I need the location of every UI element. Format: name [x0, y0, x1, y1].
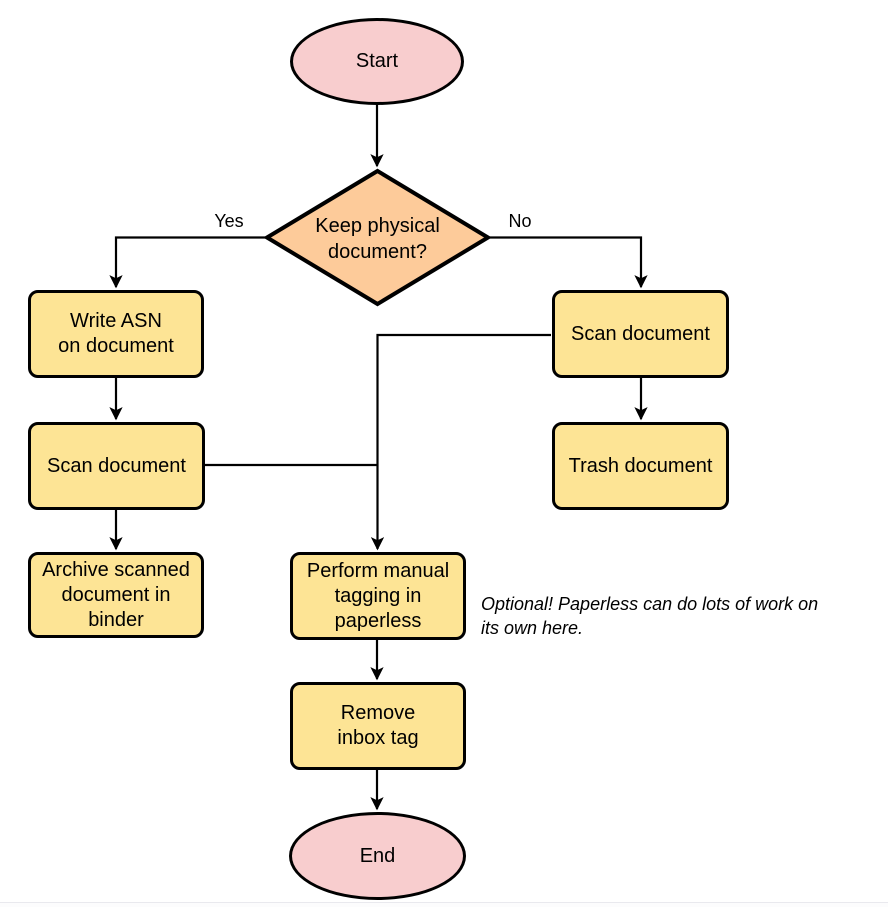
edge-label-no: No	[508, 211, 532, 231]
node-trash-document: Trash document	[552, 422, 729, 510]
node-archive-binder: Archive scanned document in binder	[28, 552, 204, 638]
node-end: End	[289, 812, 466, 900]
node-start-label: Start	[355, 50, 399, 72]
connector-decision-yes-to-write-asn	[109, 236, 265, 289]
node-manual-tagging: Perform manual tagging in paperless	[290, 552, 466, 640]
node-end-label: End	[359, 844, 396, 867]
node-start: Start	[290, 18, 464, 105]
note-optional-paperless: Optional! Paperless can do lots of work …	[481, 594, 819, 638]
node-manual-tagging-label: Perform manual tagging in paperless	[306, 559, 450, 632]
node-remove-inbox-tag-label: Remove inbox tag	[337, 702, 419, 749]
node-scan-document-right-label: Scan document	[571, 322, 710, 345]
node-write-asn-label: Write ASN on document	[58, 310, 174, 357]
node-scan-document-right: Scan document	[552, 290, 729, 378]
node-decision-label: Keep physical document?	[315, 215, 440, 263]
edge-label-yes: Yes	[214, 211, 244, 231]
node-archive-binder-label: Archive scanned document in binder	[42, 558, 190, 631]
decision-diamond-shape	[263, 168, 492, 307]
connector-scan-right-to-tagging	[370, 333, 551, 551]
node-trash-document-label: Trash document	[568, 454, 713, 477]
node-decision-label-box: Keep physical document?	[287, 208, 468, 270]
connector-decision-no-to-scan	[490, 236, 648, 289]
node-scan-document-left: Scan document	[28, 422, 205, 510]
node-scan-document-left-label: Scan document	[47, 454, 186, 477]
node-write-asn: Write ASN on document	[28, 290, 204, 378]
node-remove-inbox-tag: Remove inbox tag	[290, 682, 466, 770]
bottom-divider	[0, 902, 888, 907]
